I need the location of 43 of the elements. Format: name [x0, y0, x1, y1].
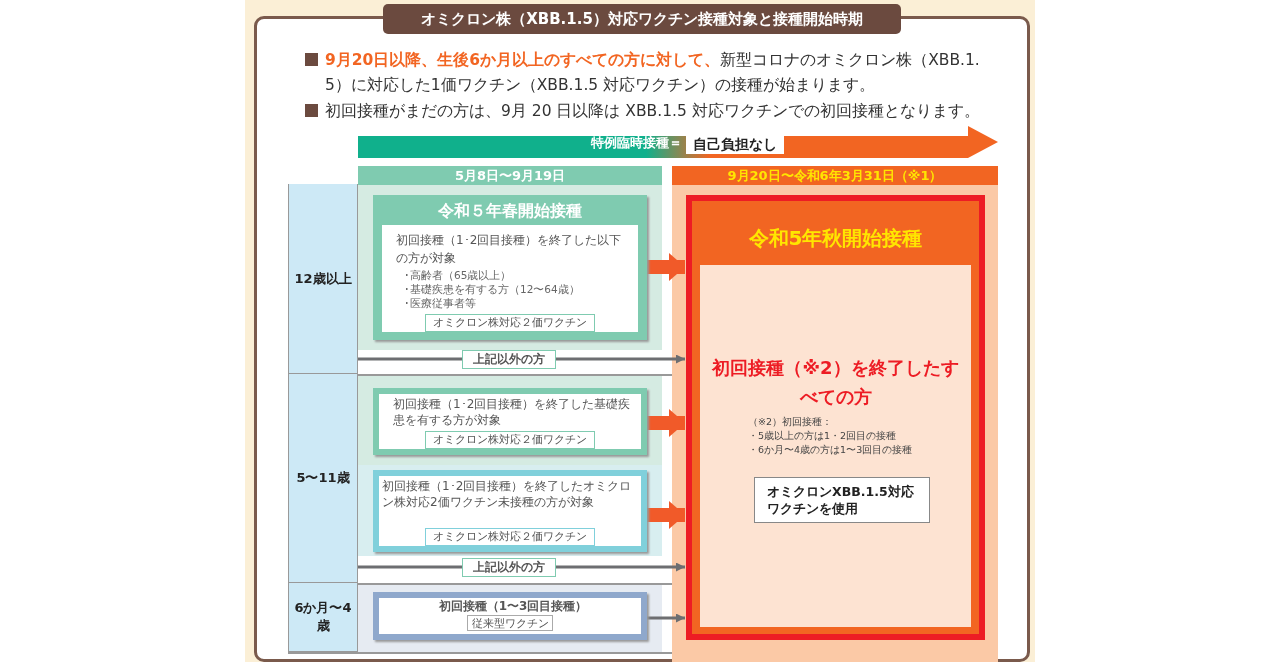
age-cell	[288, 184, 358, 374]
note-text: （※2）初回接種：	[748, 415, 833, 428]
note-text: ・5歳以上の方は1・2回目の接種	[748, 429, 898, 442]
vaccine-tag: オミクロン株対応２価ワクチン	[425, 431, 595, 449]
arrow	[647, 409, 685, 437]
process-box	[373, 470, 647, 552]
bullet-item: ･基礎疾患を有する方（12〜64歳）	[404, 283, 581, 296]
edge-label: 上記以外の方	[462, 350, 556, 369]
process-box	[373, 195, 647, 340]
title-banner: オミクロン株（XBB.1.5）対応ワクチン接種対象と接種開始時期	[383, 4, 901, 34]
process-box	[686, 195, 985, 640]
age-cell	[288, 374, 358, 583]
box-text: 初回接種（※2）を終了したすべての方	[711, 356, 960, 409]
column-header: 9月20日〜令和6年3月31日（※1）	[672, 166, 998, 185]
bullet-item: ･医療従事者等	[404, 297, 477, 310]
edge-label: 上記以外の方	[462, 558, 556, 577]
box-heading: 令和５年春開始接種	[437, 201, 583, 222]
age-cell	[288, 583, 358, 652]
vaccine-tag: オミクロン株対応２価ワクチン	[425, 528, 595, 546]
bullet-text: 初回接種がまだの方は、9月 20 日以降は XBB.1.5 対応ワクチンでの初回接種となります。	[325, 101, 981, 122]
arrow	[647, 613, 685, 623]
column-header: 5月8日〜9月19日	[358, 166, 662, 185]
process-box	[754, 477, 930, 523]
cost-badge: 自己負担なし	[686, 134, 784, 154]
box-text: オミクロンXBB.1.5対応ワクチンを使用	[767, 483, 915, 517]
age-label: 12歳以上	[294, 269, 352, 288]
arrow	[647, 253, 685, 281]
box-heading: 令和5年秋開始接種	[747, 225, 924, 252]
banner-label: 特例臨時接種＝	[590, 135, 682, 151]
vaccine-tag: 従来型ワクチン	[467, 615, 553, 631]
process-box	[373, 388, 647, 455]
age-label: 5〜11歳	[296, 469, 350, 487]
vaccine-tag: オミクロン株対応２価ワクチン	[425, 314, 595, 332]
box-text: 初回接種（1･2回目接種）を終了したオミクロン株対応2価ワクチン未接種の方が対象	[382, 478, 633, 510]
note-text: ・6か月〜4歳の方は1〜3回目の接種	[748, 443, 914, 456]
age-label: 6か月〜4歳	[293, 599, 353, 635]
arrow	[647, 501, 685, 529]
bullet-text: 9月20日以降、生後6か月以上のすべての方に対して、新型コロナのオミクロン株（XBB.1. 5）に対応した1価ワクチン（XBB.1.5 対応ワクチン）の接種が始まります。	[325, 50, 981, 96]
bullet-item: ･高齢者（65歳以上）	[404, 269, 513, 282]
box-text: 初回接種（1･2回目接種）を終了した基礎疾患を有する方が対象	[393, 396, 632, 428]
box-text: 初回接種（1･2回目接種）を終了した以下の方が対象	[396, 232, 623, 267]
box-text: 初回接種（1〜3回目接種）	[437, 599, 589, 614]
process-box	[373, 592, 647, 640]
